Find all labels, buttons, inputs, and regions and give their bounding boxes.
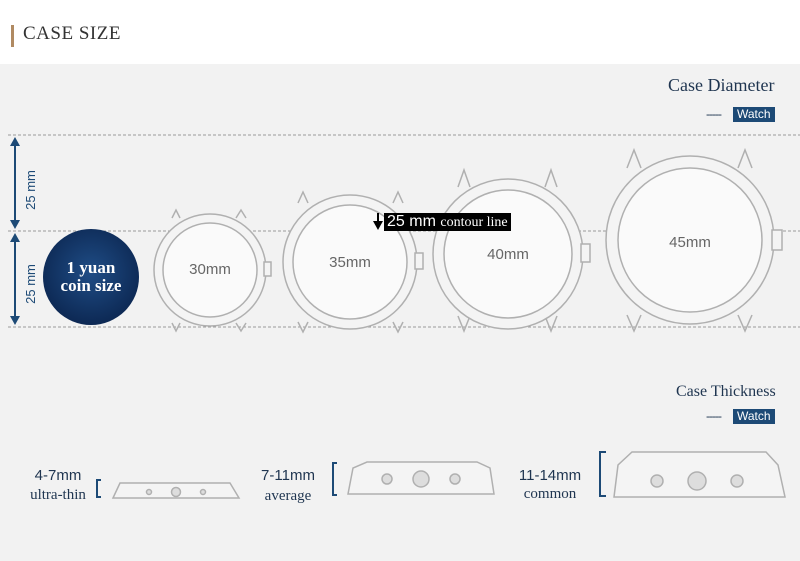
case-diameter-dash: ----- — [706, 107, 722, 121]
case-diameter-tag: Watch — [733, 107, 775, 122]
thickness-name-label: average — [264, 488, 312, 504]
watch-45mm-icon — [605, 147, 783, 333]
thickness-name-label: common — [523, 486, 577, 502]
watch-size-label: 35mm — [329, 254, 371, 271]
contour-text: contour line — [440, 215, 508, 230]
coin-icon — [43, 229, 139, 325]
watch-size-label: 45mm — [669, 234, 711, 251]
case-thickness-title: Case Thickness — [676, 383, 776, 400]
watch-30mm-icon — [153, 208, 272, 333]
thickness-brackets — [96, 451, 606, 498]
thickness-size-label: 11-14mm — [518, 467, 582, 484]
case-thickness-dash: ----- — [706, 409, 722, 423]
scale-arrows — [10, 137, 20, 325]
thickness-name-label: ultra-thin — [30, 487, 86, 503]
common-profile-icon — [613, 451, 786, 498]
coin-label-line2: coin size — [60, 276, 122, 295]
average-profile-icon — [347, 461, 495, 495]
page-title: CASE SIZE — [23, 23, 121, 44]
watch-35mm-icon — [282, 190, 424, 334]
coin-label: 1 yuan coin size — [45, 259, 137, 295]
coin-label-line1: 1 yuan — [66, 258, 116, 277]
contour-arrow-icon — [373, 213, 383, 230]
watch-size-label: 40mm — [487, 246, 529, 263]
contour-label: 25 mm contour line — [384, 213, 511, 231]
case-diameter-title: Case Diameter — [668, 75, 775, 95]
ultra-thin-profile-icon — [111, 482, 241, 499]
header-accent-bar — [11, 25, 14, 47]
header: CASE SIZE — [0, 0, 800, 64]
watch-size-label: 30mm — [189, 261, 231, 278]
contour-value: 25 mm — [387, 213, 436, 230]
thickness-size-label: 7-11mm — [261, 467, 315, 484]
case-thickness-tag: Watch — [733, 409, 775, 424]
thickness-size-label: 4-7mm — [34, 467, 82, 484]
